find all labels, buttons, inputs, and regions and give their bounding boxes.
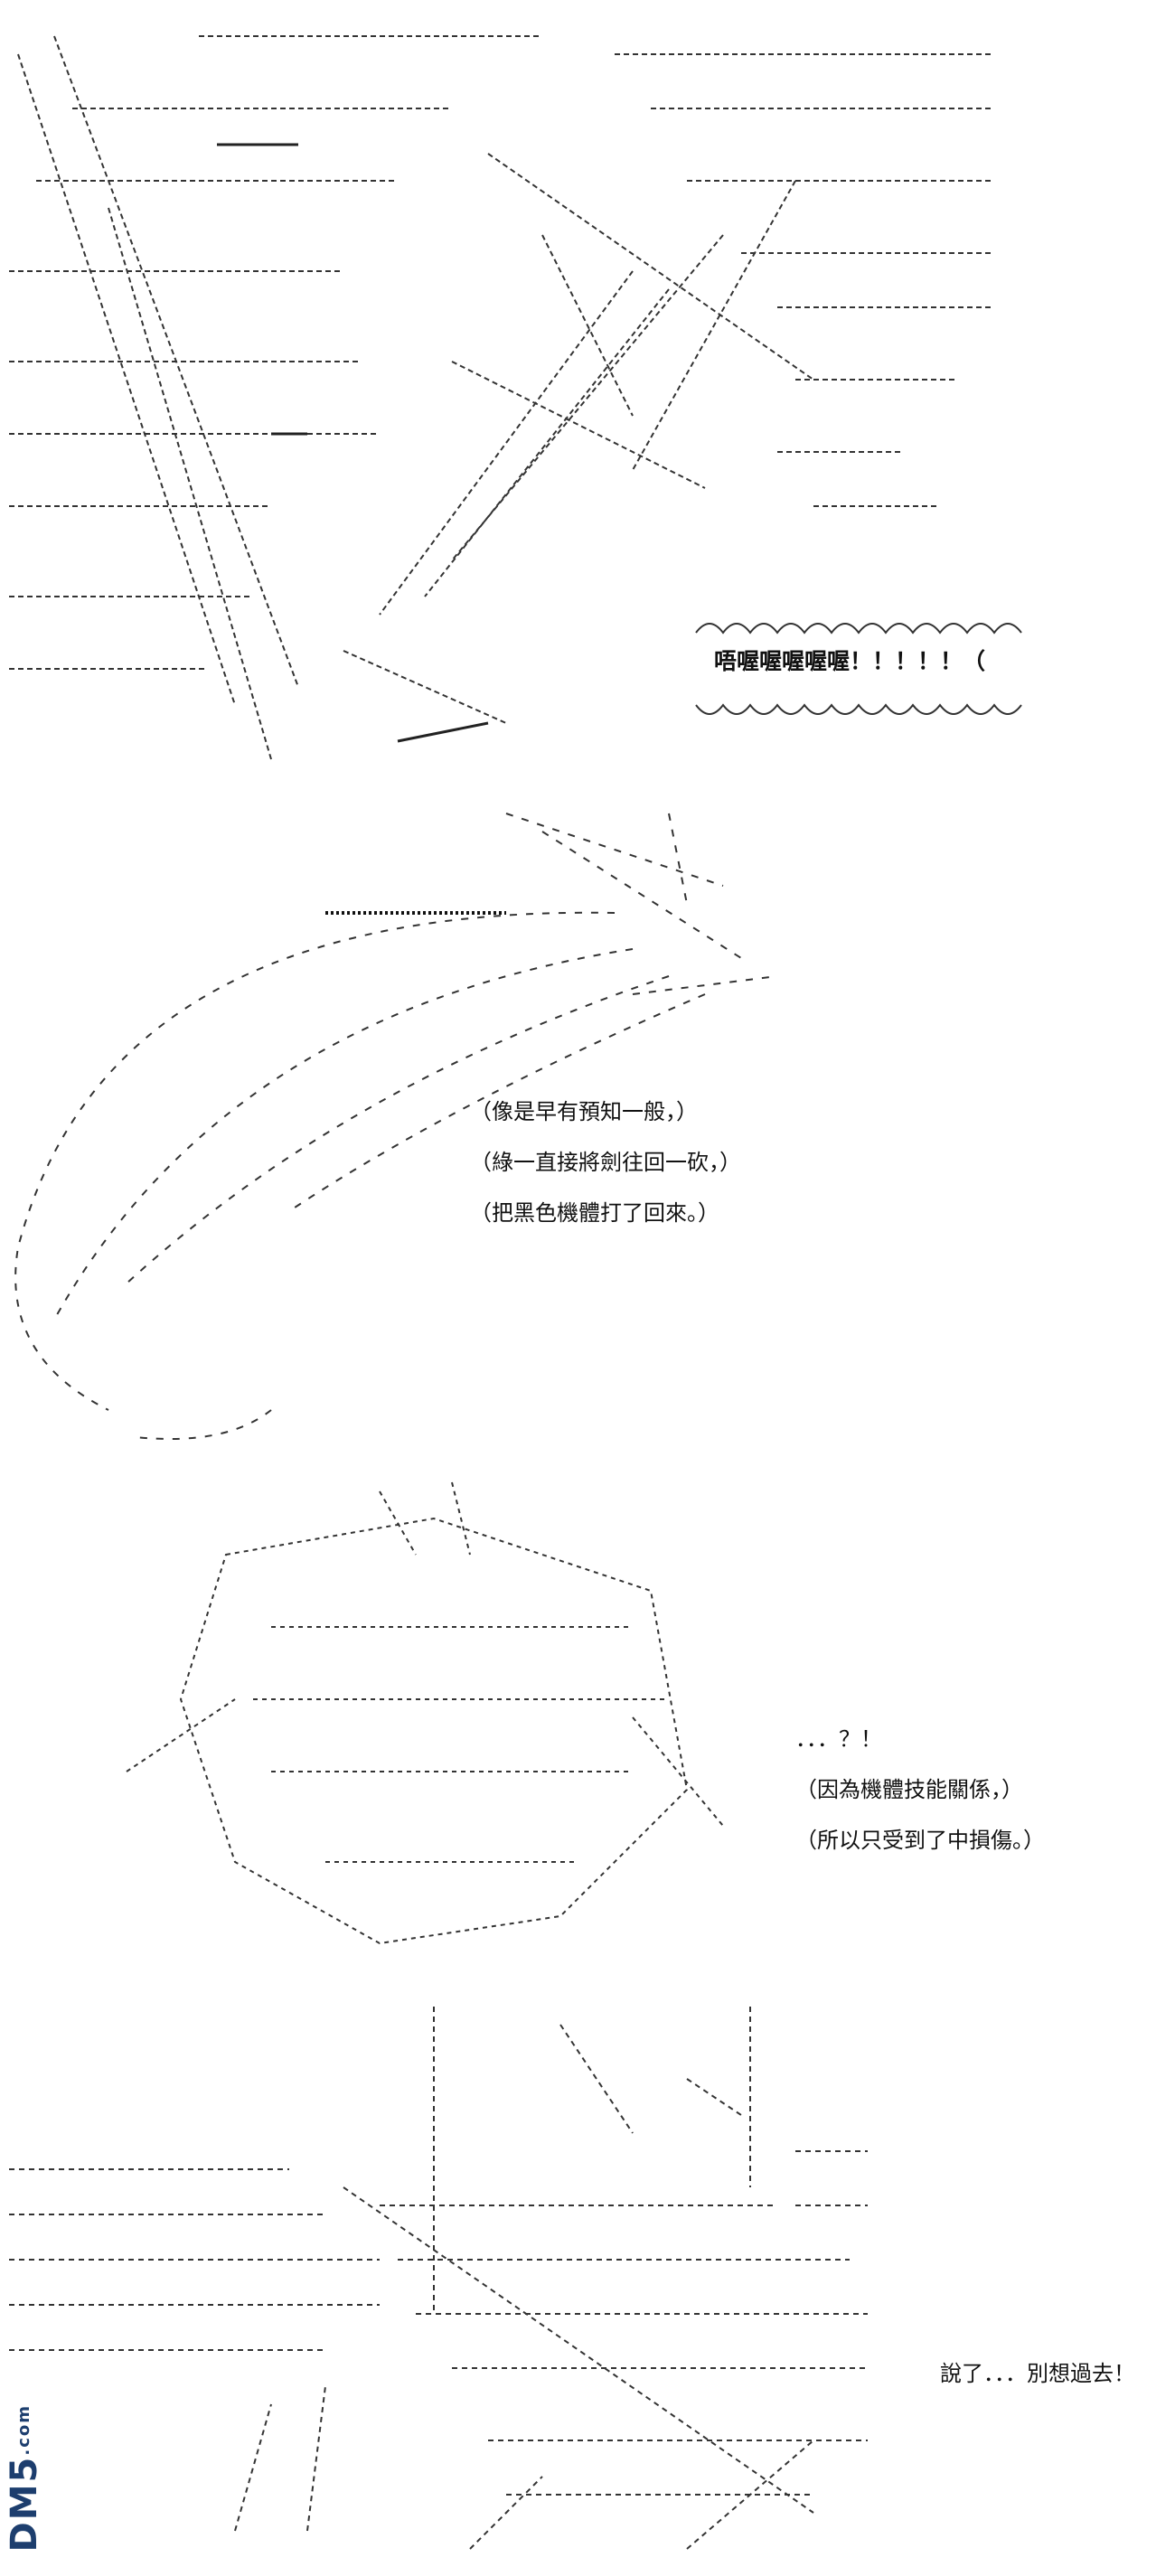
shout-bubble [695, 623, 1022, 715]
caption-line: （因為機體技能關係，） [795, 1777, 1023, 1802]
caption-line: 說了．．．別想過去！ [940, 2361, 1135, 2386]
watermark-logo: DM5.com [4, 2404, 45, 2552]
watermark-subtext: .com [14, 2404, 33, 2456]
watermark-text: DM5 [4, 2455, 45, 2552]
caption-line: （所以只受到了中損傷。） [795, 1828, 1045, 1853]
caption-line: ．．．？！ [795, 1726, 882, 1752]
caption-line: （把黑色機體打了回來。） [470, 1200, 719, 1226]
caption-line: （像是早有預知一般，） [470, 1099, 698, 1124]
shout-caption: 唔喔喔喔喔喔！！！！！（ [714, 648, 986, 674]
caption-line: （綠一直接將劍往回一砍，） [470, 1150, 741, 1175]
